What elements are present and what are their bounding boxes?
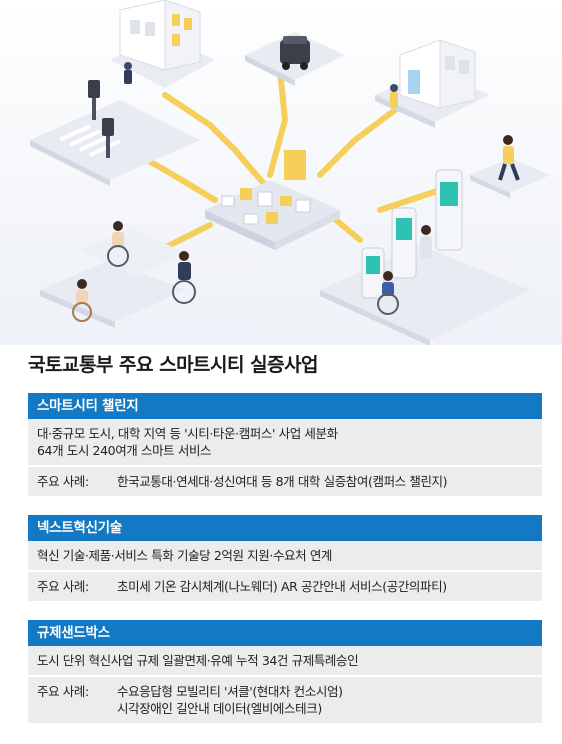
case-line: 수요응답형 모빌리티 '셔클'(현대차 컨소시엄) — [117, 684, 343, 699]
section-header: 스마트시티 챌린지 — [28, 393, 542, 419]
wheelchair-users-block — [40, 221, 196, 328]
pedestrian-block — [470, 135, 550, 198]
section-header: 넥스트혁신기술 — [28, 515, 542, 541]
case-label: 주요 사례: — [37, 684, 89, 699]
page-title: 국토교통부 주요 스마트시티 실증사업 — [28, 354, 319, 376]
isometric-city-graphic — [30, 0, 550, 345]
crosswalk-block — [30, 80, 200, 186]
section-body: 도시 단위 혁신사업 규제 일괄면제·유예 누적 34건 규제특례승인 주요 사… — [28, 646, 542, 723]
case-label: 주요 사례: — [37, 579, 89, 594]
kiosk-block — [320, 169, 530, 345]
description-row: 혁신 기술·제품·서비스 특화 기술당 2억원 지원·수요처 연계 — [28, 541, 542, 570]
case-text: 초미세 기온 감시체계(나노웨더) AR 공간안내 서비스(공간의파티) — [117, 578, 534, 595]
section-smart-city-challenge: 스마트시티 챌린지 대·중규모 도시, 대학 지역 등 '시티·타운·캠퍼스' … — [28, 393, 542, 496]
delivery-robot-block — [245, 32, 345, 86]
section-next-innovation-tech: 넥스트혁신기술 혁신 기술·제품·서비스 특화 기술당 2억원 지원·수요처 연… — [28, 515, 542, 601]
building-right — [375, 39, 490, 128]
case-line: 초미세 기온 감시체계(나노웨더) AR 공간안내 서비스(공간의파티) — [117, 579, 447, 594]
city-hub — [205, 150, 340, 250]
description-line: 도시 단위 혁신사업 규제 일괄면제·유예 누적 34건 규제특례승인 — [37, 653, 359, 668]
case-line: 시각장애인 길안내 데이터(엘비에스테크) — [117, 701, 322, 716]
case-row: 주요 사례: 한국교통대·연세대·성신여대 등 8개 대학 실증참여(캠퍼스 챌… — [28, 465, 542, 496]
section-body: 혁신 기술·제품·서비스 특화 기술당 2억원 지원·수요처 연계 주요 사례:… — [28, 541, 542, 601]
case-row: 주요 사례: 수요응답형 모빌리티 '셔클'(현대차 컨소시엄) 시각장애인 길… — [28, 675, 542, 723]
case-line: 한국교통대·연세대·성신여대 등 8개 대학 실증참여(캠퍼스 챌린지) — [117, 474, 448, 489]
description-line: 64개 도시 240여개 스마트 서비스 — [37, 443, 212, 458]
case-label: 주요 사례: — [37, 474, 89, 489]
case-row: 주요 사례: 초미세 기온 감시체계(나노웨더) AR 공간안내 서비스(공간의… — [28, 570, 542, 601]
description-row: 도시 단위 혁신사업 규제 일괄면제·유예 누적 34건 규제특례승인 — [28, 646, 542, 675]
description-line: 대·중규모 도시, 대학 지역 등 '시티·타운·캠퍼스' 사업 세분화 — [37, 426, 338, 441]
smart-city-illustration — [0, 0, 562, 345]
case-text: 수요응답형 모빌리티 '셔클'(현대차 컨소시엄) 시각장애인 길안내 데이터(… — [117, 683, 534, 717]
section-regulatory-sandbox: 규제샌드박스 도시 단위 혁신사업 규제 일괄면제·유예 누적 34건 규제특례… — [28, 620, 542, 723]
case-text: 한국교통대·연세대·성신여대 등 8개 대학 실증참여(캠퍼스 챌린지) — [117, 473, 534, 490]
description-row: 대·중규모 도시, 대학 지역 등 '시티·타운·캠퍼스' 사업 세분화 64개… — [28, 419, 542, 465]
building-top-left — [110, 0, 215, 88]
description-line: 혁신 기술·제품·서비스 특화 기술당 2억원 지원·수요처 연계 — [37, 548, 333, 563]
section-header: 규제샌드박스 — [28, 620, 542, 646]
section-body: 대·중규모 도시, 대학 지역 등 '시티·타운·캠퍼스' 사업 세분화 64개… — [28, 419, 542, 496]
